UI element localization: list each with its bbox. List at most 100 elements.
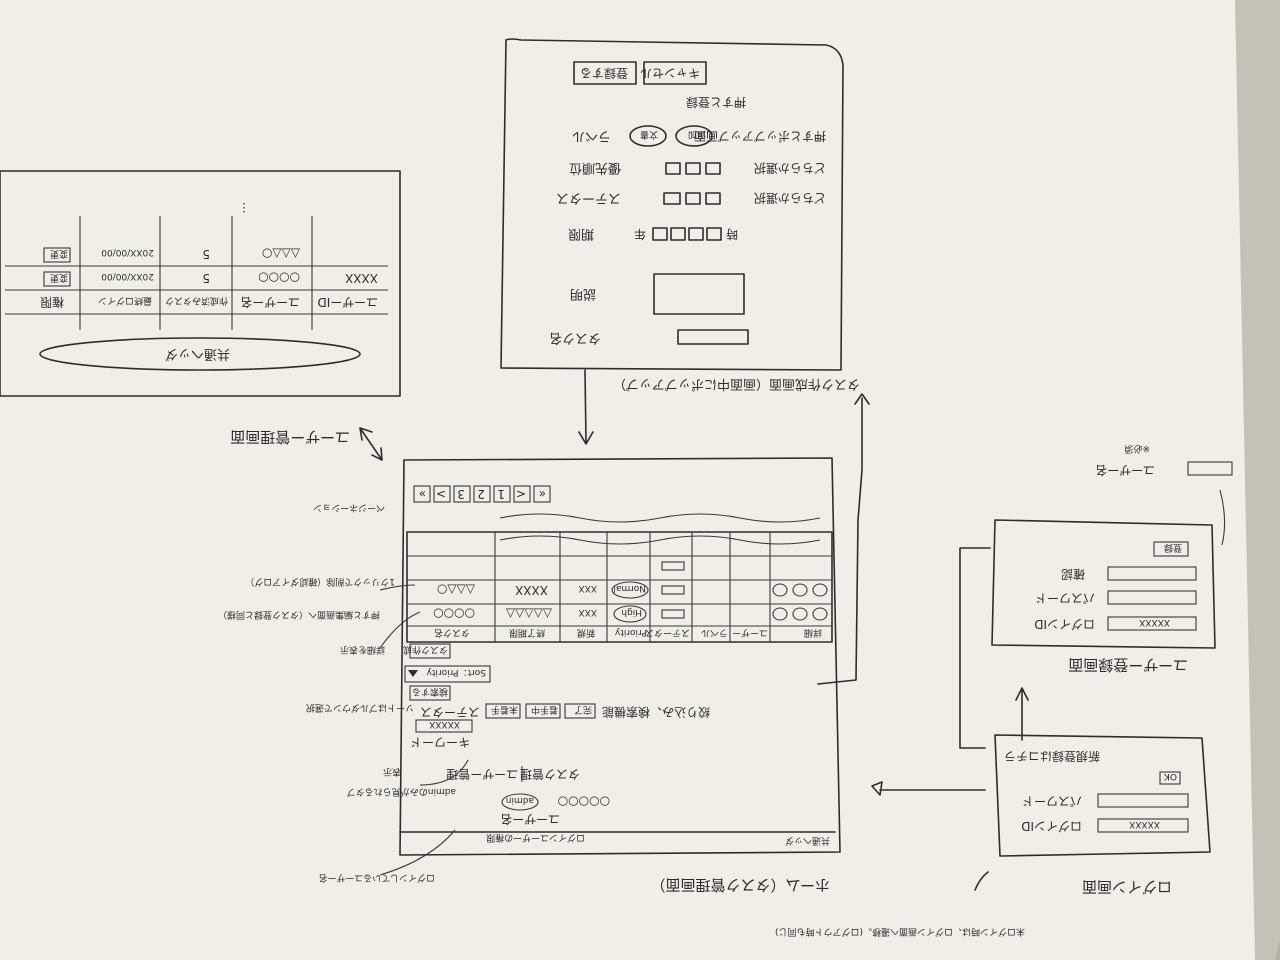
home-keyword-input[interactable]	[415, 719, 473, 733]
home-row-delete-icon-2[interactable]	[772, 583, 788, 597]
page-btn-prev-text: <	[516, 487, 526, 501]
home-priority-badge-2	[611, 581, 649, 599]
home-role-badge	[501, 793, 539, 811]
register-id-value: XXXXX	[1139, 617, 1170, 627]
page-btn-1[interactable]	[493, 485, 511, 503]
arrow-home-usermgmt	[359, 427, 383, 461]
user-mgmt-role-badge-text: 変更	[50, 272, 68, 284]
bottom-note: 未ログイン時は、ログイン画面へ遷移。(ログアウト時も同じ)	[775, 926, 1025, 938]
note-admin-only: adminのみが見られるタブ	[347, 786, 456, 798]
user-mgmt-col-name: ユーザー名	[240, 295, 300, 310]
home-status-opt-3[interactable]: 完了	[574, 704, 592, 716]
home-row-detail-icon-2[interactable]	[812, 583, 828, 597]
task-create-label-tag-text: 文書	[640, 129, 658, 141]
home-cell-flag-2: XXX	[579, 583, 598, 593]
task-create-register-button[interactable]	[573, 61, 637, 85]
home-col-name: タスク名	[434, 627, 470, 639]
home-row-detail-icon-1[interactable]	[812, 607, 828, 621]
task-create-name-input[interactable]	[677, 329, 749, 345]
page-btn-last[interactable]	[413, 485, 431, 503]
login-pw-input[interactable]	[1097, 793, 1189, 808]
note-role: ログインユーザーの権限	[486, 832, 585, 844]
task-create-deadline-unit-year: 年	[634, 227, 646, 241]
task-create-status-note: どちらか選択	[754, 191, 826, 205]
register-id-input[interactable]	[1107, 616, 1197, 631]
home-status-chip-2	[661, 585, 685, 595]
home-col-user: ユーザー	[732, 627, 768, 638]
login-pw-label: パスワード	[1022, 794, 1082, 808]
home-new-task-button[interactable]	[409, 643, 451, 659]
login-frame	[994, 734, 1211, 857]
user-mgmt-role-badge-2[interactable]	[43, 247, 71, 263]
user-mgmt-cell-count: 5	[202, 271, 210, 285]
login-id-value: XXXXX	[1129, 819, 1160, 829]
home-status-opt-2[interactable]: 着手中	[531, 704, 558, 716]
task-create-label-note: 押すとポップアップ画面	[694, 129, 826, 143]
home-row-edit-icon-1[interactable]	[792, 607, 808, 621]
register-pw-input[interactable]	[1107, 590, 1197, 605]
task-create-frame	[500, 38, 844, 371]
task-create-desc-input[interactable]	[653, 273, 745, 315]
home-row-delete-icon-1[interactable]	[772, 607, 788, 621]
register-submit-button[interactable]	[1153, 541, 1189, 557]
home-task-table	[406, 531, 833, 643]
home-cell-priority-2: Normal	[613, 583, 646, 593]
page-btn-2[interactable]	[473, 485, 491, 503]
register-name-input[interactable]	[1187, 461, 1233, 476]
register-title: ユーザー登録画面	[1068, 656, 1188, 674]
home-nav-user-admin[interactable]: ユーザー管理	[446, 767, 518, 782]
home-search-note: 絞り込み、検索機能	[602, 705, 710, 720]
login-id-input[interactable]	[1097, 818, 1189, 833]
register-confirm-input[interactable]	[1107, 566, 1197, 581]
page-btn-first[interactable]	[533, 485, 551, 503]
arrow-to-login	[871, 781, 986, 796]
user-mgmt-header-label: 共通ヘッダ	[165, 346, 230, 361]
home-nav-task[interactable]: タスク管理	[520, 767, 580, 782]
user-mgmt-cell-count-2: 5	[202, 247, 210, 261]
home-search-button-text: 検索する	[412, 686, 448, 698]
home-sketch: 共通ヘッダ ユーザー名 ○○○○○ admin タスク管理 ユーザー管理 キーワ…	[399, 457, 841, 856]
user-mgmt-col-count: 作成済みタスク	[165, 295, 228, 307]
task-create-register-note: 押すと登録	[686, 95, 746, 110]
task-create-sketch: タスク名 説明 時 年 期限 どちらか選択 ステータス どちらか選択 優先順位 …	[500, 38, 844, 371]
note-display: 表示	[383, 766, 401, 778]
user-mgmt-cell-date-2: 20XX/00/00	[101, 247, 154, 257]
user-mgmt-role-badge[interactable]	[43, 271, 71, 287]
task-create-label-add-text: 追加	[688, 129, 706, 141]
page-btn-3[interactable]	[453, 485, 471, 503]
task-create-cancel-button[interactable]	[643, 61, 707, 85]
home-col-label: ラベル	[701, 627, 728, 638]
page-btn-next-text: >	[436, 487, 446, 501]
user-mgmt-role-badge-text-2: 変更	[50, 248, 68, 260]
login-sketch: ログインID XXXXX パスワード OK 新規登録はコチラ	[994, 734, 1211, 857]
home-col-new: 新規	[577, 627, 595, 639]
page-btn-next[interactable]	[433, 485, 451, 503]
home-status-chip-1	[661, 609, 685, 619]
login-register-link[interactable]: 新規登録はコチラ	[1004, 749, 1100, 764]
home-status-opt-1[interactable]: 未着手	[491, 704, 518, 716]
home-cell-name-1: ○○○○	[433, 607, 475, 621]
page-btn-first-text: «	[539, 487, 546, 501]
user-mgmt-col-id: ユーザーID	[317, 295, 378, 309]
task-create-label-tag[interactable]	[629, 125, 667, 147]
home-search-button[interactable]	[409, 685, 451, 701]
home-status-label: ステータス	[420, 705, 480, 719]
user-mgmt-cell-name-2: △△△○	[262, 247, 300, 261]
home-sort-dropdown[interactable]	[404, 665, 491, 683]
home-role-badge-text: admin	[506, 795, 534, 805]
login-ok-button[interactable]	[1159, 771, 1181, 785]
page-btn-1-text: 1	[497, 487, 505, 501]
task-create-label-add[interactable]	[675, 125, 713, 147]
user-mgmt-cell-name: ○○○○	[258, 271, 300, 285]
home-row-edit-icon-2[interactable]	[792, 583, 808, 597]
login-title: ログイン画面	[1082, 878, 1172, 896]
page-btn-prev[interactable]	[513, 485, 531, 503]
register-frame	[991, 519, 1216, 649]
home-priority-badge-1	[613, 605, 647, 623]
note-edit: 押すと編集画面へ（タスク登録と同様）	[218, 609, 380, 621]
task-create-desc-label: 説明	[570, 286, 596, 302]
page-btn-last-text: »	[419, 487, 426, 501]
home-user-label: ユーザー名	[500, 812, 560, 827]
